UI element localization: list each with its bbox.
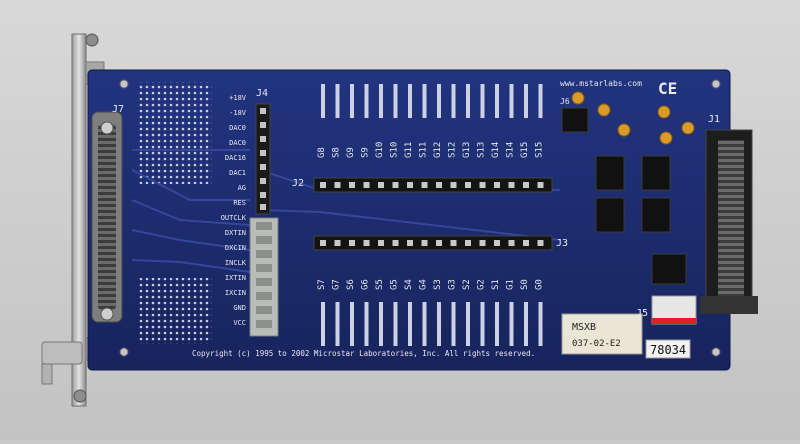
bottom-row-label: G7 bbox=[332, 279, 342, 290]
bottom-row-label: G6 bbox=[361, 279, 371, 290]
mounting-holes bbox=[119, 79, 721, 357]
signal-label: IXCIN bbox=[225, 289, 246, 297]
header-j2 bbox=[313, 177, 553, 193]
signal-label: DXTIN bbox=[225, 229, 246, 237]
top-row-label: G12 bbox=[433, 142, 443, 158]
top-row-label: S12 bbox=[448, 142, 458, 158]
proto-area-top bbox=[138, 82, 212, 184]
label-j6: J6 bbox=[560, 97, 570, 106]
top-row-label: G14 bbox=[491, 142, 501, 158]
part-number: 037-02-E2 bbox=[572, 339, 621, 349]
bottom-row-label: S2 bbox=[462, 279, 472, 290]
signal-label: +18V bbox=[229, 94, 247, 102]
top-row-label: S14 bbox=[506, 142, 516, 158]
top-row-label: S8 bbox=[332, 147, 342, 158]
bottom-row-label: G1 bbox=[506, 279, 516, 290]
top-row-label: S9 bbox=[361, 147, 371, 158]
signal-labels: +18V-18VDAC0DAC0DAC16DAC1AGRESOUTCLKDXTI… bbox=[221, 94, 247, 327]
top-row-label: S13 bbox=[477, 142, 487, 158]
bottom-row-labels: S7 G7 S6 G6 S5 G5 S4 G4 S3 G3 S2 G2 S1 G1 S0 G0 bbox=[317, 279, 545, 290]
edge-connector-j1 bbox=[700, 129, 758, 314]
url-text: www.mstarlabs.com bbox=[560, 79, 642, 88]
bottom-row-label: S4 bbox=[404, 279, 414, 290]
signal-label: AG bbox=[238, 184, 246, 192]
signal-label: DXCIN bbox=[225, 244, 246, 252]
label-j4: J4 bbox=[256, 88, 268, 99]
bottom-row-label: S1 bbox=[491, 279, 501, 290]
label-j7: J7 bbox=[112, 104, 124, 115]
signal-label: INCLK bbox=[225, 259, 247, 267]
mounting-bracket bbox=[41, 33, 105, 407]
top-row-label: G8 bbox=[317, 147, 327, 158]
signal-label: DAC0 bbox=[229, 124, 246, 132]
header-j3 bbox=[313, 235, 553, 251]
signal-label: RES bbox=[233, 199, 246, 207]
label-j3: J3 bbox=[556, 238, 568, 249]
label-j2: J2 bbox=[292, 178, 304, 189]
capacitors bbox=[571, 91, 695, 145]
part-label: MSXB bbox=[572, 322, 596, 333]
resistor-row-top bbox=[321, 84, 543, 118]
bottom-row-label: G5 bbox=[390, 279, 400, 290]
top-row-label: S11 bbox=[419, 142, 429, 158]
top-row-label: G10 bbox=[375, 142, 385, 158]
copyright-text: Copyright (c) 1995 to 2002 Microstar Lab… bbox=[192, 349, 535, 358]
signal-label: IXTIN bbox=[225, 274, 246, 282]
resistor-row-bottom bbox=[321, 302, 543, 346]
top-row-label: G11 bbox=[404, 142, 414, 158]
signal-label: -18V bbox=[229, 109, 247, 117]
ce-mark: CE bbox=[658, 79, 677, 98]
screw-terminals bbox=[249, 217, 279, 337]
signal-label: OUTCLK bbox=[221, 214, 247, 222]
signal-label: GND bbox=[233, 304, 246, 312]
top-row-label: G15 bbox=[520, 142, 530, 158]
bottom-row-label: G4 bbox=[419, 279, 429, 290]
bottom-row-label: G3 bbox=[448, 279, 458, 290]
top-row-labels: G8 S8 G9 S9 G10 S10 G11 S11 G12 S12 G13 S13 G14 S14 G1… bbox=[317, 142, 545, 158]
bottom-row-label: S7 bbox=[317, 279, 327, 290]
header-j4 bbox=[255, 103, 271, 215]
bottom-row-label: S6 bbox=[346, 279, 356, 290]
signal-label: DAC0 bbox=[229, 139, 246, 147]
signal-label: DAC1 bbox=[229, 169, 246, 177]
proto-area-bottom bbox=[138, 278, 212, 344]
serial-number: 78034 bbox=[650, 343, 686, 357]
bottom-row-label: G2 bbox=[477, 279, 487, 290]
bottom-row-label: S3 bbox=[433, 279, 443, 290]
top-row-label: S10 bbox=[390, 142, 400, 158]
signal-label: VCC bbox=[233, 319, 246, 327]
ic-chips bbox=[561, 107, 687, 285]
top-row-label: S15 bbox=[535, 142, 545, 158]
db-connector-j7 bbox=[91, 111, 123, 323]
top-row-label: G9 bbox=[346, 147, 356, 158]
bottom-row-label: S0 bbox=[520, 279, 530, 290]
top-row-label: G13 bbox=[462, 142, 472, 158]
serial-sticker bbox=[645, 339, 691, 359]
bottom-row-label: S5 bbox=[375, 279, 385, 290]
label-j1: J1 bbox=[708, 114, 720, 125]
signal-label: DAC16 bbox=[225, 154, 246, 162]
traces bbox=[131, 149, 561, 273]
connector-j5 bbox=[651, 295, 697, 325]
label-j5: J5 bbox=[636, 308, 648, 319]
bottom-row-label: G0 bbox=[535, 279, 545, 290]
part-sticker bbox=[561, 313, 643, 355]
